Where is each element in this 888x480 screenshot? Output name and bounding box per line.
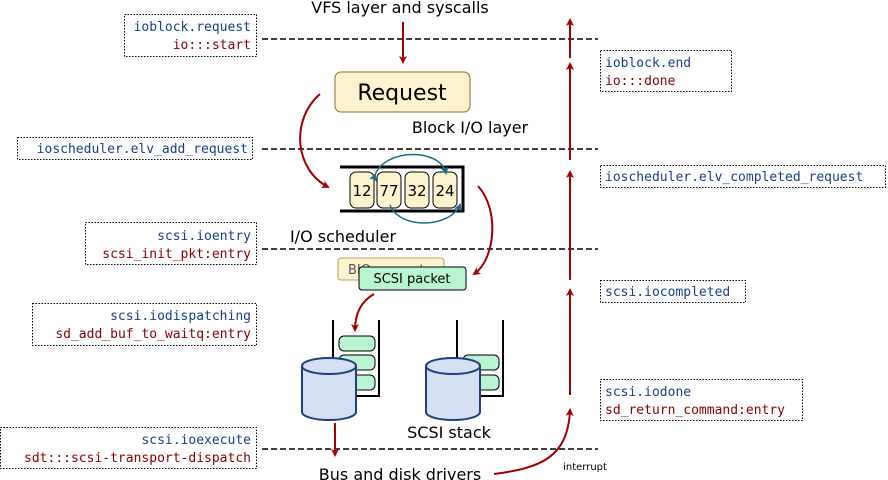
flow-arrow [472, 185, 494, 276]
queue-items: 12 77 32 24 [349, 171, 458, 209]
probe-name: ioscheduler.elv_completed_request [605, 170, 863, 185]
native-probe-name: sd_return_command:entry [605, 403, 785, 418]
native-probe-name: io:::start [173, 38, 251, 53]
probe-name: scsi.ioexecute [141, 433, 251, 448]
layer-label-block: Block I/O layer [412, 118, 529, 137]
probe-name: scsi.ioentry [157, 229, 251, 244]
scsi-packet-label: SCSI packet [373, 272, 450, 287]
native-probe-name: sdt:::scsi-transport-dispatch [24, 451, 251, 466]
probe-box-iocompleted: scsi.iocompleted [600, 280, 746, 303]
probe-box-elv-completed-request: ioscheduler.elv_completed_request [600, 165, 886, 188]
probe-box-ioblock-request: ioblock.request io:::start [124, 14, 257, 57]
scsi-packet-box [358, 266, 467, 291]
flow-arrow [351, 293, 375, 332]
probe-name: scsi.iodone [605, 385, 691, 400]
request-box [334, 71, 471, 113]
layer-label-vfs: VFS layer and syscalls [311, 0, 489, 17]
layer-label-bus: Bus and disk drivers [319, 465, 481, 480]
probe-name: scsi.iocompleted [605, 285, 730, 300]
disk-icon [301, 357, 357, 421]
probe-name: scsi.iodispatching [110, 309, 251, 324]
probe-name: ioblock.end [605, 56, 691, 71]
queue-item: 77 [379, 182, 398, 200]
queue-item: 32 [407, 182, 426, 200]
layer-label-scsi: SCSI stack [407, 423, 492, 442]
probe-box-elv-add-request: ioscheduler.elv_add_request [17, 137, 253, 160]
request-label: Request [357, 81, 447, 106]
probe-name: ioscheduler.elv_add_request [37, 142, 248, 157]
probe-box-ioblock-end: ioblock.end io:::done [600, 50, 732, 92]
interrupt-arrow [493, 408, 574, 475]
native-probe-name: scsi_init_pkt:entry [102, 247, 251, 262]
flow-arrow [299, 93, 330, 188]
queue-item: 24 [435, 182, 454, 200]
probe-box-iodispatching: scsi.iodispatching sd_add_buf_to_waitq:e… [32, 303, 257, 346]
native-probe-name: io:::done [605, 74, 676, 89]
probe-name: ioblock.request [134, 20, 251, 35]
interrupt-label: interrupt [563, 462, 607, 473]
queue-item: 12 [352, 182, 371, 200]
layer-label-scheduler: I/O scheduler [290, 227, 396, 246]
reorder-arrow [389, 203, 462, 224]
disk-icon [425, 357, 481, 421]
probe-box-ioexecute: scsi.ioexecute sdt:::scsi-transport-disp… [0, 427, 257, 469]
probe-box-iodone: scsi.iodone sd_return_command:entry [600, 379, 803, 421]
probe-box-ioentry: scsi.ioentry scsi_init_pkt:entry [85, 222, 257, 265]
native-probe-name: sd_add_buf_to_waitq:entry [55, 327, 251, 342]
reorder-arrow [369, 153, 449, 183]
